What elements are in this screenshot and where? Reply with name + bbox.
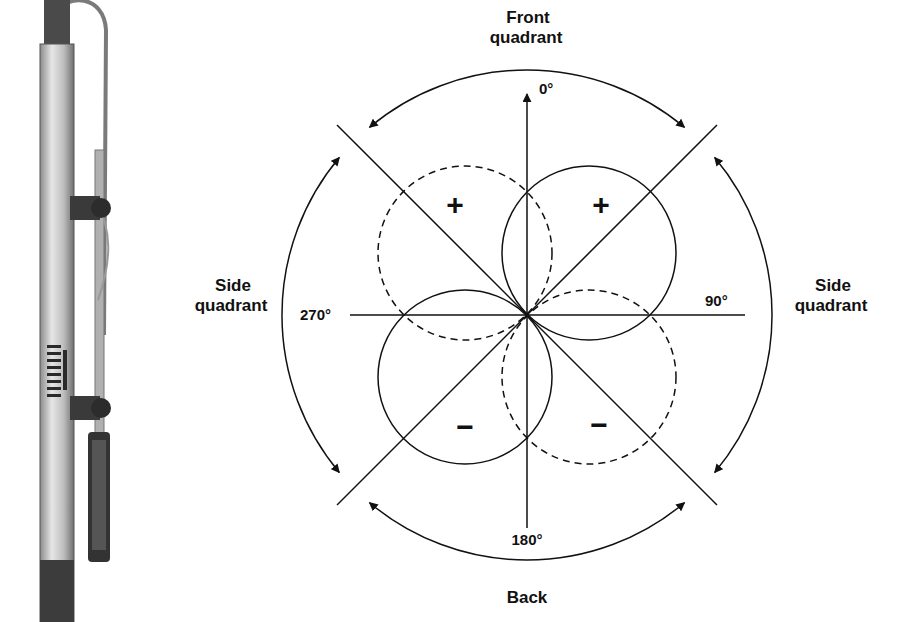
polarity-sign: − <box>454 412 476 442</box>
quadrant-label-text: Side quadrant <box>195 276 270 315</box>
angle-label-text: 270° <box>298 306 333 323</box>
quadrant-label: Front quadrant <box>472 8 582 48</box>
angle-label: 0° <box>537 80 577 98</box>
quadrant-label-text: Back <box>505 588 550 607</box>
quadrant-label-text: Side quadrant <box>795 276 870 315</box>
quadrant-label: Side quadrant <box>788 276 876 316</box>
quadrant-arcs <box>282 70 772 560</box>
angle-label-text: 90° <box>703 292 730 309</box>
stereo-microphone-photo <box>40 0 111 622</box>
angle-label: 90° <box>703 292 747 310</box>
quadrant-label: Back <box>487 588 567 608</box>
axis-lines <box>337 94 745 528</box>
quadrant-label-text: Front quadrant <box>490 8 565 47</box>
polar-lobe: − <box>501 289 677 465</box>
quadrant-label: Side quadrant <box>188 276 276 316</box>
angle-label: 180° <box>497 531 557 549</box>
polarity-sign: − <box>588 410 610 440</box>
angle-label-text: 0° <box>537 80 555 97</box>
angle-label-text: 180° <box>509 531 544 548</box>
polarity-sign: + <box>444 190 466 220</box>
lobe-circle <box>502 290 676 464</box>
angle-label: 270° <box>298 306 346 324</box>
polarity-sign: + <box>590 190 612 220</box>
